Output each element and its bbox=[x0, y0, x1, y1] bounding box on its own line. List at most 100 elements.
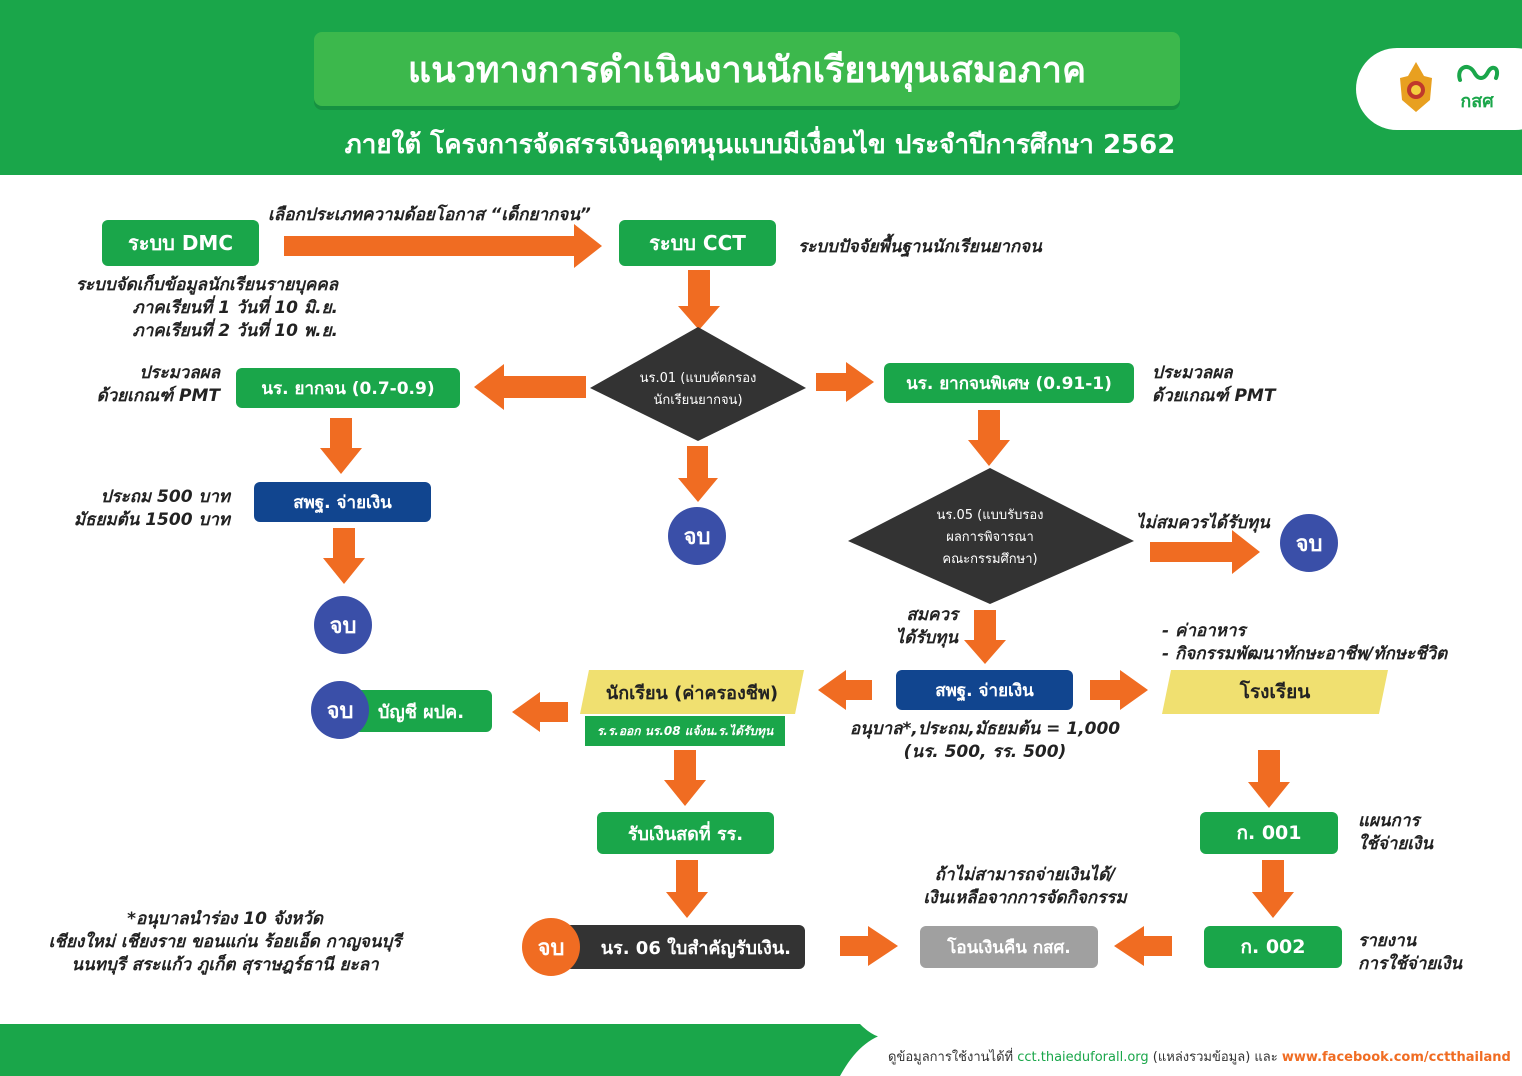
dmc-system-box: ระบบ DMC bbox=[102, 220, 259, 266]
pilot-line3: นนทบุรี สระแก้ว ภูเก็ต สุราษฎร์ธานี ยะลา bbox=[71, 955, 379, 975]
obec-pay-box-2: สพฐ. จ่ายเงิน bbox=[896, 670, 1073, 710]
arrow-cash-down bbox=[666, 860, 708, 918]
arrow-receipt-to-refund bbox=[840, 926, 898, 966]
logo-container bbox=[1356, 48, 1522, 130]
arrow-d2-down bbox=[964, 610, 1006, 664]
dmc-desc-line2: ภาคเรียนที่ 1 วันที่ 10 มิ.ย. bbox=[132, 298, 338, 318]
diamond-nr01-label: นร.01 (แบบคัดกรอง นักเรียนยากจน) bbox=[620, 368, 776, 412]
food-line: - ค่าอาหาร bbox=[1162, 621, 1246, 641]
report-line2: การใช้จ่ายเงิน bbox=[1358, 954, 1463, 974]
amount-note-1: ประถม 500 บาท มัธยมต้น 1500 บาท bbox=[40, 486, 230, 532]
school-use-note: - ค่าอาหาร - กิจกรรมพัฒนาทักษะอาชีพ/ทักษ… bbox=[1162, 620, 1502, 666]
arrow-poor-down bbox=[320, 418, 362, 474]
page-title: แนวทางการดำเนินงานนักเรียนทุนเสมอภาค bbox=[314, 32, 1180, 106]
arrow-dmc-to-cct bbox=[284, 224, 602, 268]
pmt-right-line1: ประมวลผล bbox=[1152, 363, 1233, 383]
amount-line3: อนุบาล*,ประถม,มัธยมต้น = 1,000 bbox=[849, 719, 1121, 739]
arrow-k001-down bbox=[1252, 860, 1294, 918]
arrow-to-poor bbox=[474, 364, 586, 410]
refund-box: โอนเงินคืน กสศ. bbox=[920, 926, 1098, 968]
end-circle-1: จบ bbox=[668, 507, 726, 565]
arrow-d1-down bbox=[678, 446, 718, 502]
diamond-nr05 bbox=[848, 468, 1134, 604]
dmc-desc-line3: ภาคเรียนที่ 2 วันที่ 10 พ.ย. bbox=[132, 321, 338, 341]
arrow-pay1-down bbox=[323, 528, 365, 584]
cash-at-school-box: รับเงินสดที่ รร. bbox=[597, 812, 774, 854]
page-subtitle: ภายใต้ โครงการจัดสรรเงินอุดหนุนแบบมีเงื่… bbox=[344, 130, 1176, 160]
receipt-box: นร. 06 ใบสำคัญรับเงิน. bbox=[565, 925, 805, 969]
end-circle-4: จบ bbox=[311, 681, 369, 739]
cannot-line2: เงินเหลือจากการจัดกิจกรรม bbox=[923, 888, 1127, 908]
eligible-line2: ได้รับทุน bbox=[895, 628, 958, 648]
ministry-emblem-icon bbox=[1400, 62, 1432, 112]
k001-box: ก. 001 bbox=[1200, 812, 1338, 854]
cannot-pay-note: ถ้าไม่สามารถจ่ายเงินได้/ เงินเหลือจากการ… bbox=[880, 864, 1170, 910]
footer-wave-light bbox=[840, 1028, 1522, 1076]
eligible-line1: สมควร bbox=[906, 605, 958, 625]
k002-box: ก. 002 bbox=[1204, 926, 1342, 968]
eef-logo: กสศ bbox=[1452, 58, 1502, 114]
eef-logo-icon bbox=[1457, 64, 1499, 82]
arrow-student-down bbox=[664, 750, 706, 806]
extreme-poor-box: นร. ยากจนพิเศษ (0.91-1) bbox=[884, 363, 1134, 403]
student-nr08-note: ร.ร.ออก นร.08 แจ้งน.ร.ได้รับทุน bbox=[585, 716, 785, 746]
footer-middle: (แหล่งรวมข้อมูล) และ bbox=[1148, 1050, 1282, 1065]
arrow-to-extreme bbox=[816, 362, 874, 402]
select-type-note: เลือกประเภทความด้อยโอกาส “เด็กยากจน” bbox=[268, 205, 591, 225]
dmc-desc-line1: ระบบจัดเก็บข้อมูลนักเรียนรายบุคคล bbox=[75, 275, 338, 295]
arrow-student-to-account bbox=[512, 692, 568, 732]
arrow-cct-down bbox=[678, 270, 720, 330]
amount-line1: ประถม 500 บาท bbox=[100, 487, 230, 507]
poor-student-box: นร. ยากจน (0.7-0.9) bbox=[236, 368, 460, 408]
diamond-nr01-line1: นร.01 (แบบคัดกรอง bbox=[639, 371, 757, 386]
arrow-pay2-to-student bbox=[818, 670, 872, 710]
amount-line2: มัธยมต้น 1500 บาท bbox=[73, 510, 230, 530]
diamond-nr01-line2: นักเรียนยากจน) bbox=[653, 393, 743, 408]
footer-info: ดูข้อมูลการใช้งานได้ที่ cct.thaieduforal… bbox=[888, 1046, 1511, 1067]
diamond-nr01 bbox=[590, 327, 806, 441]
end-circle-3: จบ bbox=[1280, 514, 1338, 572]
footer-link-facebook[interactable]: www.facebook.com/cctthailand bbox=[1281, 1050, 1511, 1065]
amount-note-2: อนุบาล*,ประถม,มัธยมต้น = 1,000 (นร. 500,… bbox=[830, 718, 1140, 764]
diamond-nr05-line1: นร.05 (แบบรับรอง bbox=[936, 508, 1044, 523]
dmc-desc-note: ระบบจัดเก็บข้อมูลนักเรียนรายบุคคล ภาคเรี… bbox=[40, 274, 338, 343]
end-circle-2: จบ bbox=[314, 596, 372, 654]
activity-line: - กิจกรรมพัฒนาทักษะอาชีพ/ทักษะชีวิต bbox=[1162, 644, 1448, 664]
student-living-box: นักเรียน (ค่าครองชีพ) bbox=[580, 670, 804, 714]
diamond-nr05-line3: คณะกรรมศึกษา) bbox=[942, 552, 1038, 567]
arrow-not-eligible bbox=[1150, 530, 1260, 574]
report-line1: รายงาน bbox=[1358, 931, 1417, 951]
cct-system-box: ระบบ CCT bbox=[619, 220, 776, 266]
footer-prefix: ดูข้อมูลการใช้งานได้ที่ bbox=[888, 1050, 1018, 1065]
pilot-line1: *อนุบาลนำร่อง 10 จังหวัด bbox=[127, 909, 323, 929]
not-eligible-note: ไม่สมควรได้รับทุน bbox=[1136, 513, 1270, 533]
parent-account-box: บัญชี ผปค. bbox=[350, 690, 492, 732]
eligible-note: สมควร ได้รับทุน bbox=[860, 604, 958, 650]
pmt-left-line1: ประมวลผล bbox=[139, 363, 220, 383]
plan-line1: แผนการ bbox=[1358, 811, 1420, 831]
pilot-line2: เชียงใหม่ เชียงราย ขอนแก่น ร้อยเอ็ด กาญจ… bbox=[48, 932, 402, 952]
arrow-school-down bbox=[1248, 750, 1290, 808]
obec-pay-box-1: สพฐ. จ่ายเงิน bbox=[254, 482, 431, 522]
footer-link-website[interactable]: cct.thaieduforall.org bbox=[1017, 1050, 1149, 1065]
arrow-extreme-down bbox=[968, 410, 1010, 466]
arrow-k002-to-refund bbox=[1114, 926, 1172, 966]
pmt-right-note: ประมวลผล ด้วยเกณฑ์ PMT bbox=[1152, 362, 1322, 408]
arrow-pay2-to-school bbox=[1090, 670, 1148, 710]
pmt-right-line2: ด้วยเกณฑ์ PMT bbox=[1152, 386, 1276, 406]
pmt-left-line2: ด้วยเกณฑ์ PMT bbox=[96, 386, 220, 406]
plan-line2: ใช้จ่ายเงิน bbox=[1358, 834, 1434, 854]
diamond-nr05-label: นร.05 (แบบรับรอง ผลการพิจารณา คณะกรรมศึก… bbox=[900, 505, 1080, 571]
cct-desc-note: ระบบปัจจัยพื้นฐานนักเรียนยากจน bbox=[798, 237, 1042, 257]
cannot-line1: ถ้าไม่สามารถจ่ายเงินได้/ bbox=[934, 865, 1116, 885]
eef-logo-text: กสศ bbox=[1460, 91, 1494, 112]
school-box: โรงเรียน bbox=[1162, 670, 1388, 714]
plan-note: แผนการ ใช้จ่ายเงิน bbox=[1358, 810, 1498, 856]
pmt-left-note: ประมวลผล ด้วยเกณฑ์ PMT bbox=[60, 362, 220, 408]
report-note: รายงาน การใช้จ่ายเงิน bbox=[1358, 930, 1508, 976]
end-circle-5: จบ bbox=[522, 918, 580, 976]
diamond-nr05-line2: ผลการพิจารณา bbox=[946, 530, 1034, 545]
pilot-note: *อนุบาลนำร่อง 10 จังหวัด เชียงใหม่ เชียง… bbox=[20, 908, 430, 977]
amount-line4: (นร. 500, รร. 500) bbox=[903, 742, 1067, 762]
